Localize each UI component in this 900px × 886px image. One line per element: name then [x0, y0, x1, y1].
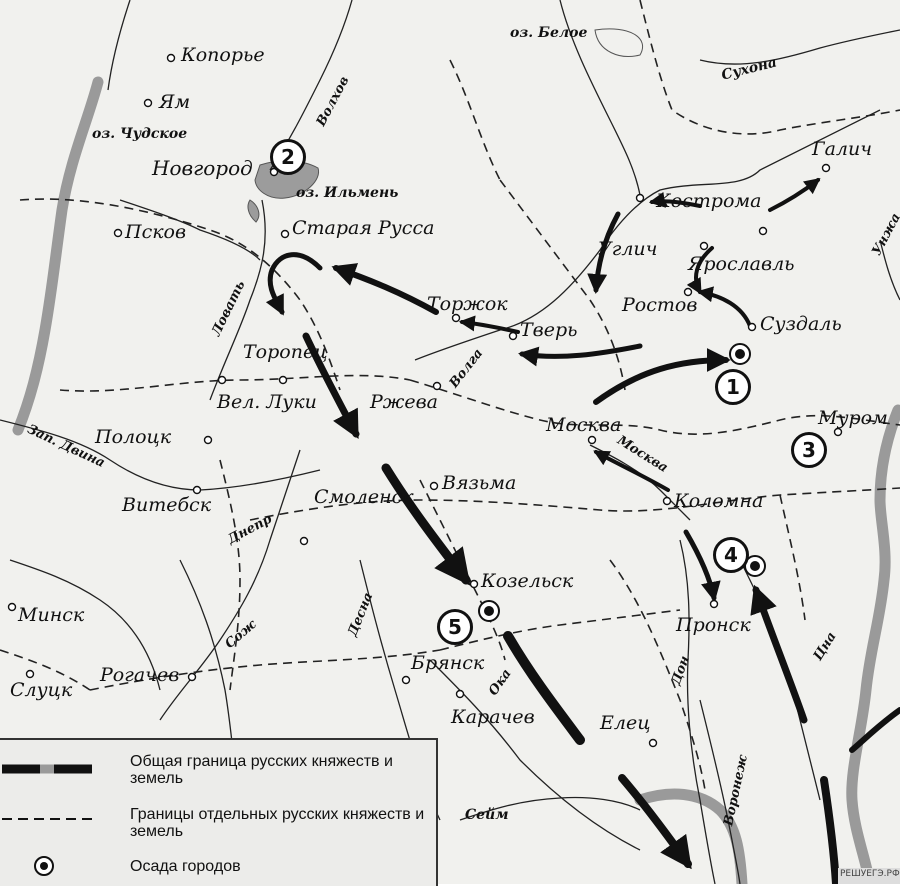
marker-1: 1: [715, 369, 751, 405]
general-border-west: [12, 76, 104, 436]
city-label-yaroslavl: Ярославль: [688, 253, 795, 275]
siege-icon: [478, 343, 766, 622]
city-label-minsk: Минск: [18, 604, 85, 626]
city-label-toropets: Торопец: [243, 341, 328, 363]
legend-label: Границы отдельных русских княжеств и зем…: [130, 806, 425, 840]
city-label-polotsk: Полоцк: [95, 426, 172, 448]
city-label-kolomna: Коломна: [674, 490, 764, 512]
city-dots: [7, 53, 843, 748]
water-label-oz-ilmen: оз. Ильмень: [296, 185, 399, 201]
water-label-oz-chudskoe: оз. Чудское: [92, 126, 188, 142]
city-label-elets: Елец: [600, 712, 651, 734]
city-label-staraya-russa: Старая Русса: [292, 217, 435, 239]
water-label-seym: Сейм: [465, 807, 509, 823]
city-label-smolensk: Смоленск: [314, 486, 414, 508]
marker-4: 4: [713, 537, 749, 573]
city-label-bryansk: Брянск: [411, 652, 485, 674]
city-label-tver: Тверь: [520, 319, 578, 341]
credit-text: РЕШУЕГЭ.РФ: [840, 869, 900, 879]
city-label-rostov: Ростов: [622, 294, 698, 316]
city-label-rzheva: Ржева: [370, 391, 439, 413]
legend-dashed-line-icon: [2, 818, 92, 820]
city-label-pskov: Псков: [125, 221, 187, 243]
legend-item-siege: Осада городов: [0, 854, 436, 880]
city-label-kozelsk: Козельск: [481, 570, 574, 592]
siege-icon: [34, 856, 54, 876]
city-label-moskva: Москва: [546, 414, 622, 436]
city-label-novgorod: Новгород: [152, 156, 253, 180]
city-label-koporye: Копорье: [181, 44, 265, 66]
city-label-rogachev: Рогачев: [100, 664, 180, 686]
city-label-suzdal: Суздаль: [760, 313, 842, 335]
city-label-yam: Ям: [159, 91, 191, 113]
legend-label: Общая граница русских княжеств и земель: [130, 753, 393, 787]
city-label-murom: Муром: [818, 407, 888, 429]
city-label-vitebsk: Витебск: [122, 494, 212, 516]
internal-borders: [0, 0, 900, 791]
marker-5: 5: [437, 609, 473, 645]
city-label-uglich: Углич: [598, 238, 658, 260]
water-label-oz-beloe: оз. Белое: [510, 25, 588, 41]
legend-label: Осада городов: [130, 858, 241, 875]
legend-item-general-border: Общая граница русских княжеств и земель: [0, 750, 436, 790]
legend-thick-line-icon: [2, 764, 92, 774]
city-label-torzhok: Торжок: [427, 293, 508, 315]
city-label-pronsk: Пронск: [676, 614, 751, 636]
city-label-karachev: Карачев: [451, 706, 535, 728]
marker-2: 2: [270, 139, 306, 175]
city-label-vyazma: Вязьма: [442, 472, 517, 494]
map-legend: Общая граница русских княжеств и земель …: [0, 738, 438, 886]
city-label-galich: Галич: [812, 138, 873, 160]
city-label-kostroma: Кострома: [656, 190, 762, 212]
campaign-arrows: [265, 178, 900, 884]
legend-item-internal-border: Границы отдельных русских княжеств и зем…: [0, 802, 436, 842]
city-label-vel-luki: Вел. Луки: [217, 391, 317, 413]
city-label-slutsk: Слуцк: [10, 679, 73, 701]
general-border-east: [634, 404, 900, 884]
marker-3: 3: [791, 432, 827, 468]
